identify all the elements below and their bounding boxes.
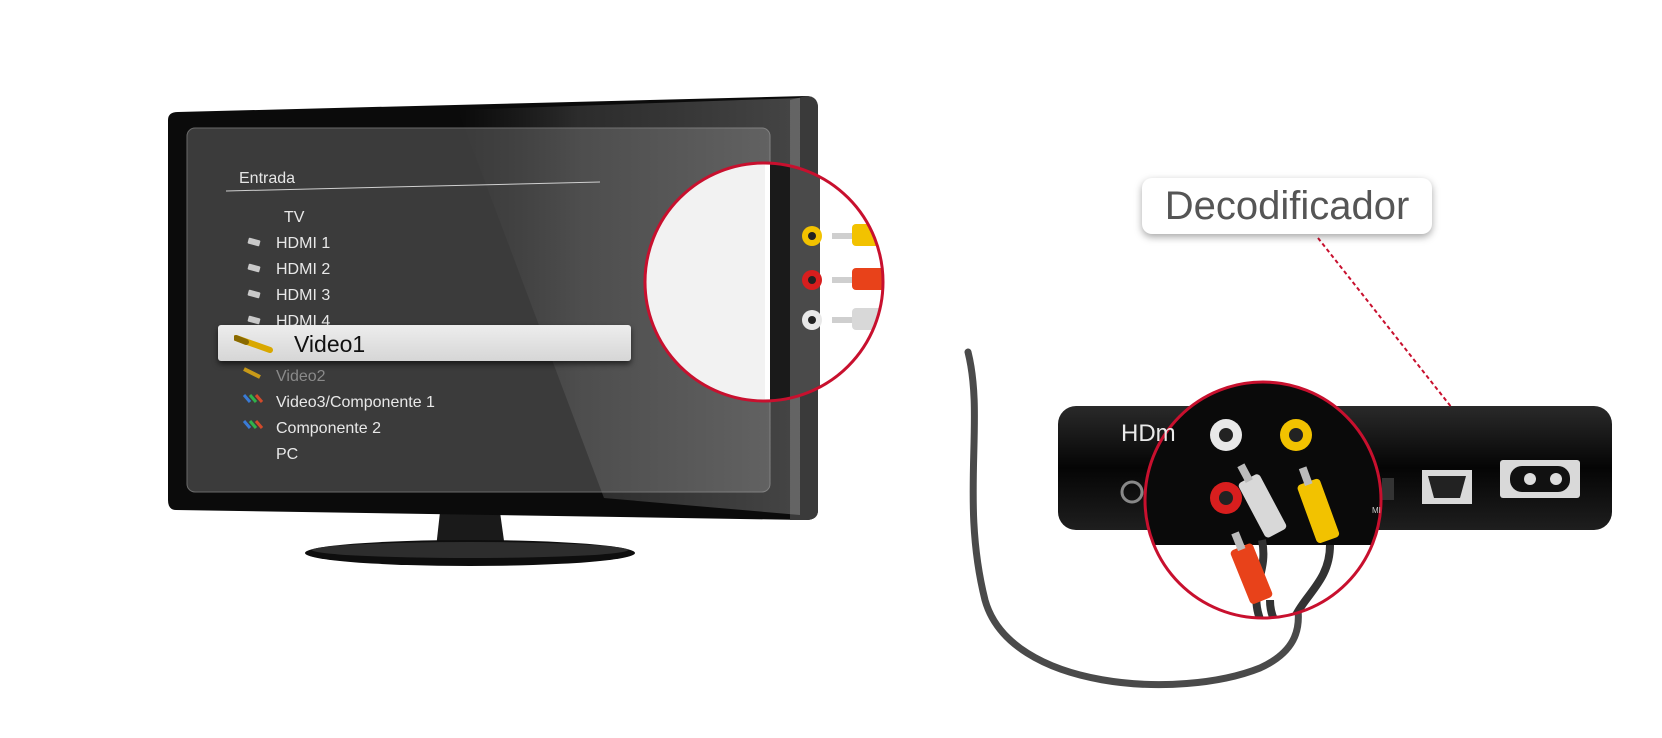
port-icon bbox=[1120, 480, 1144, 504]
decoder-label: Decodificador bbox=[1142, 178, 1432, 234]
power-port-icon bbox=[1500, 460, 1580, 498]
leader-line bbox=[1317, 237, 1453, 409]
decoder-port-text: HDm bbox=[1121, 420, 1176, 447]
white-plug-icon bbox=[832, 308, 883, 330]
component-icon bbox=[242, 420, 264, 429]
decoder-outputs-zoom bbox=[1143, 380, 1383, 620]
white-plug-icon bbox=[1237, 463, 1287, 538]
hdmi-icon bbox=[247, 289, 261, 299]
hdmi-icon bbox=[247, 237, 261, 247]
av-cable bbox=[964, 348, 1302, 689]
hdmi-icons bbox=[247, 237, 261, 325]
rca-icons bbox=[242, 367, 264, 429]
hdmi-port-label: MI bbox=[1372, 506, 1381, 515]
red-plug-icon bbox=[1230, 531, 1273, 604]
tv-inputs-zoom bbox=[643, 161, 885, 403]
video-icon bbox=[243, 367, 261, 379]
vga-port-icon bbox=[1422, 470, 1472, 504]
yellow-plug-icon bbox=[1297, 466, 1340, 544]
hdmi-port-icon bbox=[1382, 478, 1394, 500]
hdmi-icon bbox=[247, 315, 261, 325]
hdmi-icon bbox=[247, 263, 261, 273]
red-plug-icon bbox=[832, 268, 883, 290]
tv-stand bbox=[305, 512, 635, 566]
component-icon bbox=[242, 394, 264, 403]
